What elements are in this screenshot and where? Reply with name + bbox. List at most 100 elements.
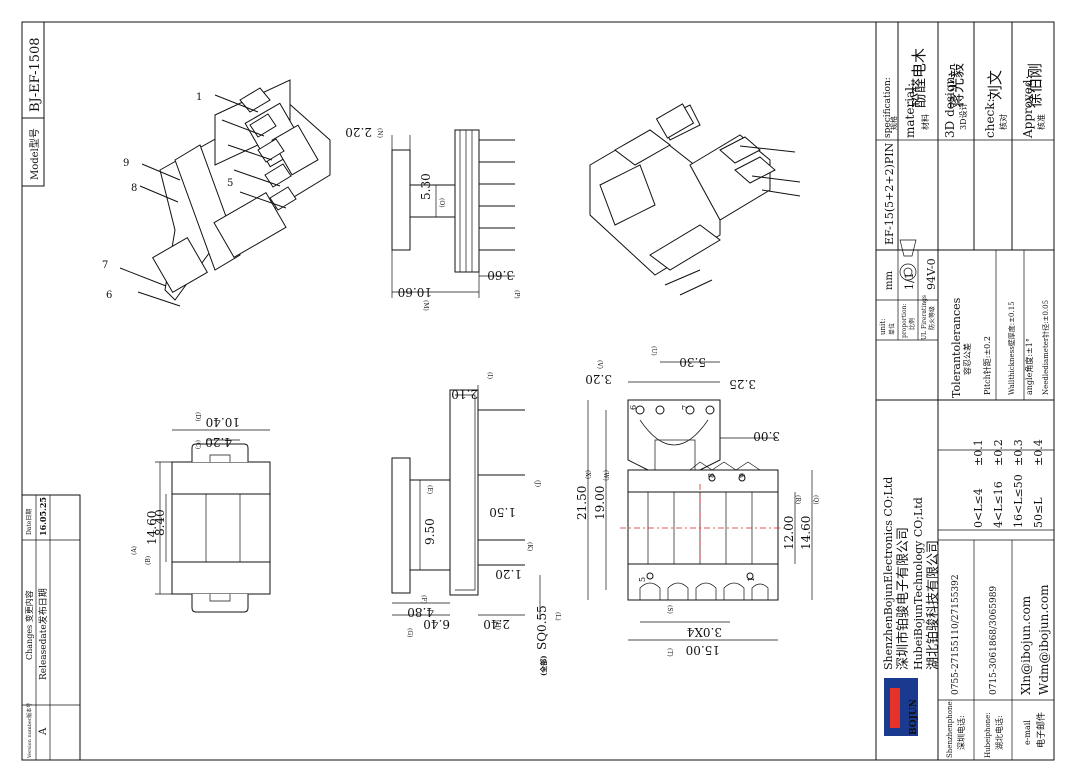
dim-letter-P: (P) — [513, 290, 520, 299]
sz-phone-label: Shenzhenphone: — [946, 699, 954, 758]
pin-label-b9: 9 — [738, 473, 747, 478]
check-value: 刘文 — [986, 70, 1004, 100]
model-box: Model型号 BJ-EF-1508 — [21, 21, 45, 187]
dim-9-50: 9.50 — [423, 518, 437, 545]
pin-label-b1: 1 — [747, 577, 756, 582]
tolerances-title: Tolerantolerances — [950, 297, 963, 398]
dim-6-40: 6.40 — [423, 617, 450, 631]
dim-letter-S: (S) — [666, 605, 673, 614]
dim-19-00: 19.00 — [593, 486, 607, 520]
approved-label: Approved: — [1021, 75, 1035, 139]
pin-label-8: 8 — [131, 183, 137, 194]
spec-label: specification: — [883, 77, 893, 138]
changes-row-date: 16.05.25 — [38, 497, 48, 536]
flame-value: 94V-0 — [925, 258, 938, 290]
dim-letter-U: (U) — [650, 346, 657, 356]
dim-3x4: 3.0X4 — [686, 625, 722, 639]
tol-range-1: 4<L≤16 — [992, 481, 1005, 528]
proportion-cn: 比例 — [908, 318, 916, 330]
email-cn: 电子邮件 — [1035, 712, 1047, 748]
dim-letter-V: (V) — [596, 360, 603, 369]
title-block: specification: 规格 EF-15(5+2+2)PIN materi… — [875, 21, 1055, 761]
changes-col-version: Version number版本号 — [26, 703, 33, 759]
dim-letter-Q: (Q) — [812, 495, 819, 505]
dim-letter-F: (F) — [420, 595, 427, 604]
dim-2-10: 2.10 — [451, 387, 478, 401]
dim-letter-O: (O) — [438, 198, 445, 208]
tol-value-3: ±0.4 — [1032, 439, 1045, 466]
design-value: 蒋光毅 — [948, 63, 966, 108]
dim-14-60b: 14.60 — [799, 516, 813, 550]
dim-letter-C: (C) — [194, 440, 201, 449]
front-view: 9.50 (E) 2.10 (I) 1.50 (J) 1.20 (K) 4.80… — [391, 372, 561, 676]
dim-5-30b: 5.30 — [679, 355, 706, 369]
dim-3-25: 3.25 — [729, 377, 756, 391]
dim-letter-E: (E) — [426, 485, 433, 494]
sz-phone-cn: 深圳电话: — [956, 715, 966, 750]
isometric-view-1: 1 5 9 8 7 6 — [102, 79, 331, 307]
dim-12-00: 12.00 — [782, 516, 796, 550]
tol-value-1: ±0.2 — [992, 439, 1005, 466]
check-label: check: — [983, 98, 997, 138]
changes-row-version: A — [38, 727, 49, 736]
pin-label-6: 6 — [106, 290, 112, 301]
isometric-view-2 — [589, 103, 801, 296]
pin-label-b7: 7 — [681, 405, 690, 410]
tol-range-0: 0<L≤4 — [972, 488, 985, 528]
approved-cn: 核准 — [1036, 114, 1046, 130]
proportion-label: proportion: — [901, 304, 908, 338]
dim-letter-D: (D) — [194, 412, 201, 422]
tol-range-3: 50≤L — [1032, 497, 1045, 528]
needle-text: Needlediameter针径:±0.05 — [1041, 300, 1050, 395]
unit-value: mm — [884, 271, 895, 290]
material-value: 酚醛电木 — [910, 48, 928, 108]
hb-phone-label: Hubeiphone: — [984, 712, 992, 758]
pitch-text: Pitch针距:±0.2 — [982, 336, 992, 395]
email-1: Xln@ibojun.com — [1019, 595, 1033, 695]
unit-label: unit: — [879, 319, 887, 335]
angle-text: angle角度:±1° — [1024, 338, 1034, 395]
dim-letter-G: (G) — [406, 628, 413, 637]
bojun-logo: BOJUN — [884, 678, 919, 736]
dim-5-30a: 5.30 — [419, 173, 433, 200]
dim-1-50: 1.50 — [489, 505, 516, 519]
dim-4-80: 4.80 — [407, 605, 434, 619]
dim-15-00: 15.00 — [686, 643, 720, 657]
dim-letter-L: (L) — [554, 612, 561, 621]
material-cn: 材料 — [920, 114, 930, 130]
pin-label-b6: 6 — [629, 405, 638, 410]
dim-letter-R: (R) — [794, 495, 801, 504]
model-label: Model型号 — [28, 128, 41, 180]
wall-text: Wallthickness壁厚度:±0.15 — [1007, 301, 1016, 395]
dim-letter-X: (X) — [584, 470, 591, 479]
dim-letter-J: (J) — [534, 480, 541, 487]
dim-letter-A: (A) — [131, 546, 138, 555]
hb-phone: 0715-3061868/3065989 — [989, 586, 999, 695]
changes-row-content: Releasedate发布日期 — [37, 588, 49, 680]
material-label: material: — [903, 83, 917, 138]
company-en2: HubeiBojunTechnology CO;Ltd — [912, 497, 925, 670]
proportion-value: 1/1 — [903, 272, 916, 290]
dim-letter-T: (T) — [666, 648, 673, 657]
pin-label-1: 1 — [196, 92, 202, 103]
design-label: 3D design: — [943, 73, 957, 138]
dim-letter-I: (I) — [486, 372, 493, 379]
dim-10-60: 10.60 — [398, 285, 432, 299]
model-value: BJ-EF-1508 — [28, 37, 43, 112]
dim-all: (全部) — [539, 655, 548, 676]
dim-letter-K: (K) — [526, 542, 533, 551]
dim-3-00: 3.00 — [753, 429, 780, 443]
dim-14-60a: 14.60 — [145, 511, 159, 545]
dim-sq055: SQ0.55 — [535, 605, 549, 650]
dim-letter-B: (B) — [145, 556, 152, 565]
email-2: Wdm@ibojun.com — [1037, 584, 1051, 695]
dim-1-20: 1.20 — [495, 567, 522, 581]
dim-letter-H: (H) — [494, 620, 501, 630]
spec-cn: 规格 — [889, 116, 898, 130]
spec-value: EF-15(5+2+2)PIN — [883, 142, 896, 245]
dim-2-20: 2.20 — [345, 125, 372, 139]
top-view: 14.60 (A) 8.40 (B) 10.40 (D) 4.20 (C) — [131, 412, 271, 613]
logo-text: BOJUN — [909, 699, 919, 735]
